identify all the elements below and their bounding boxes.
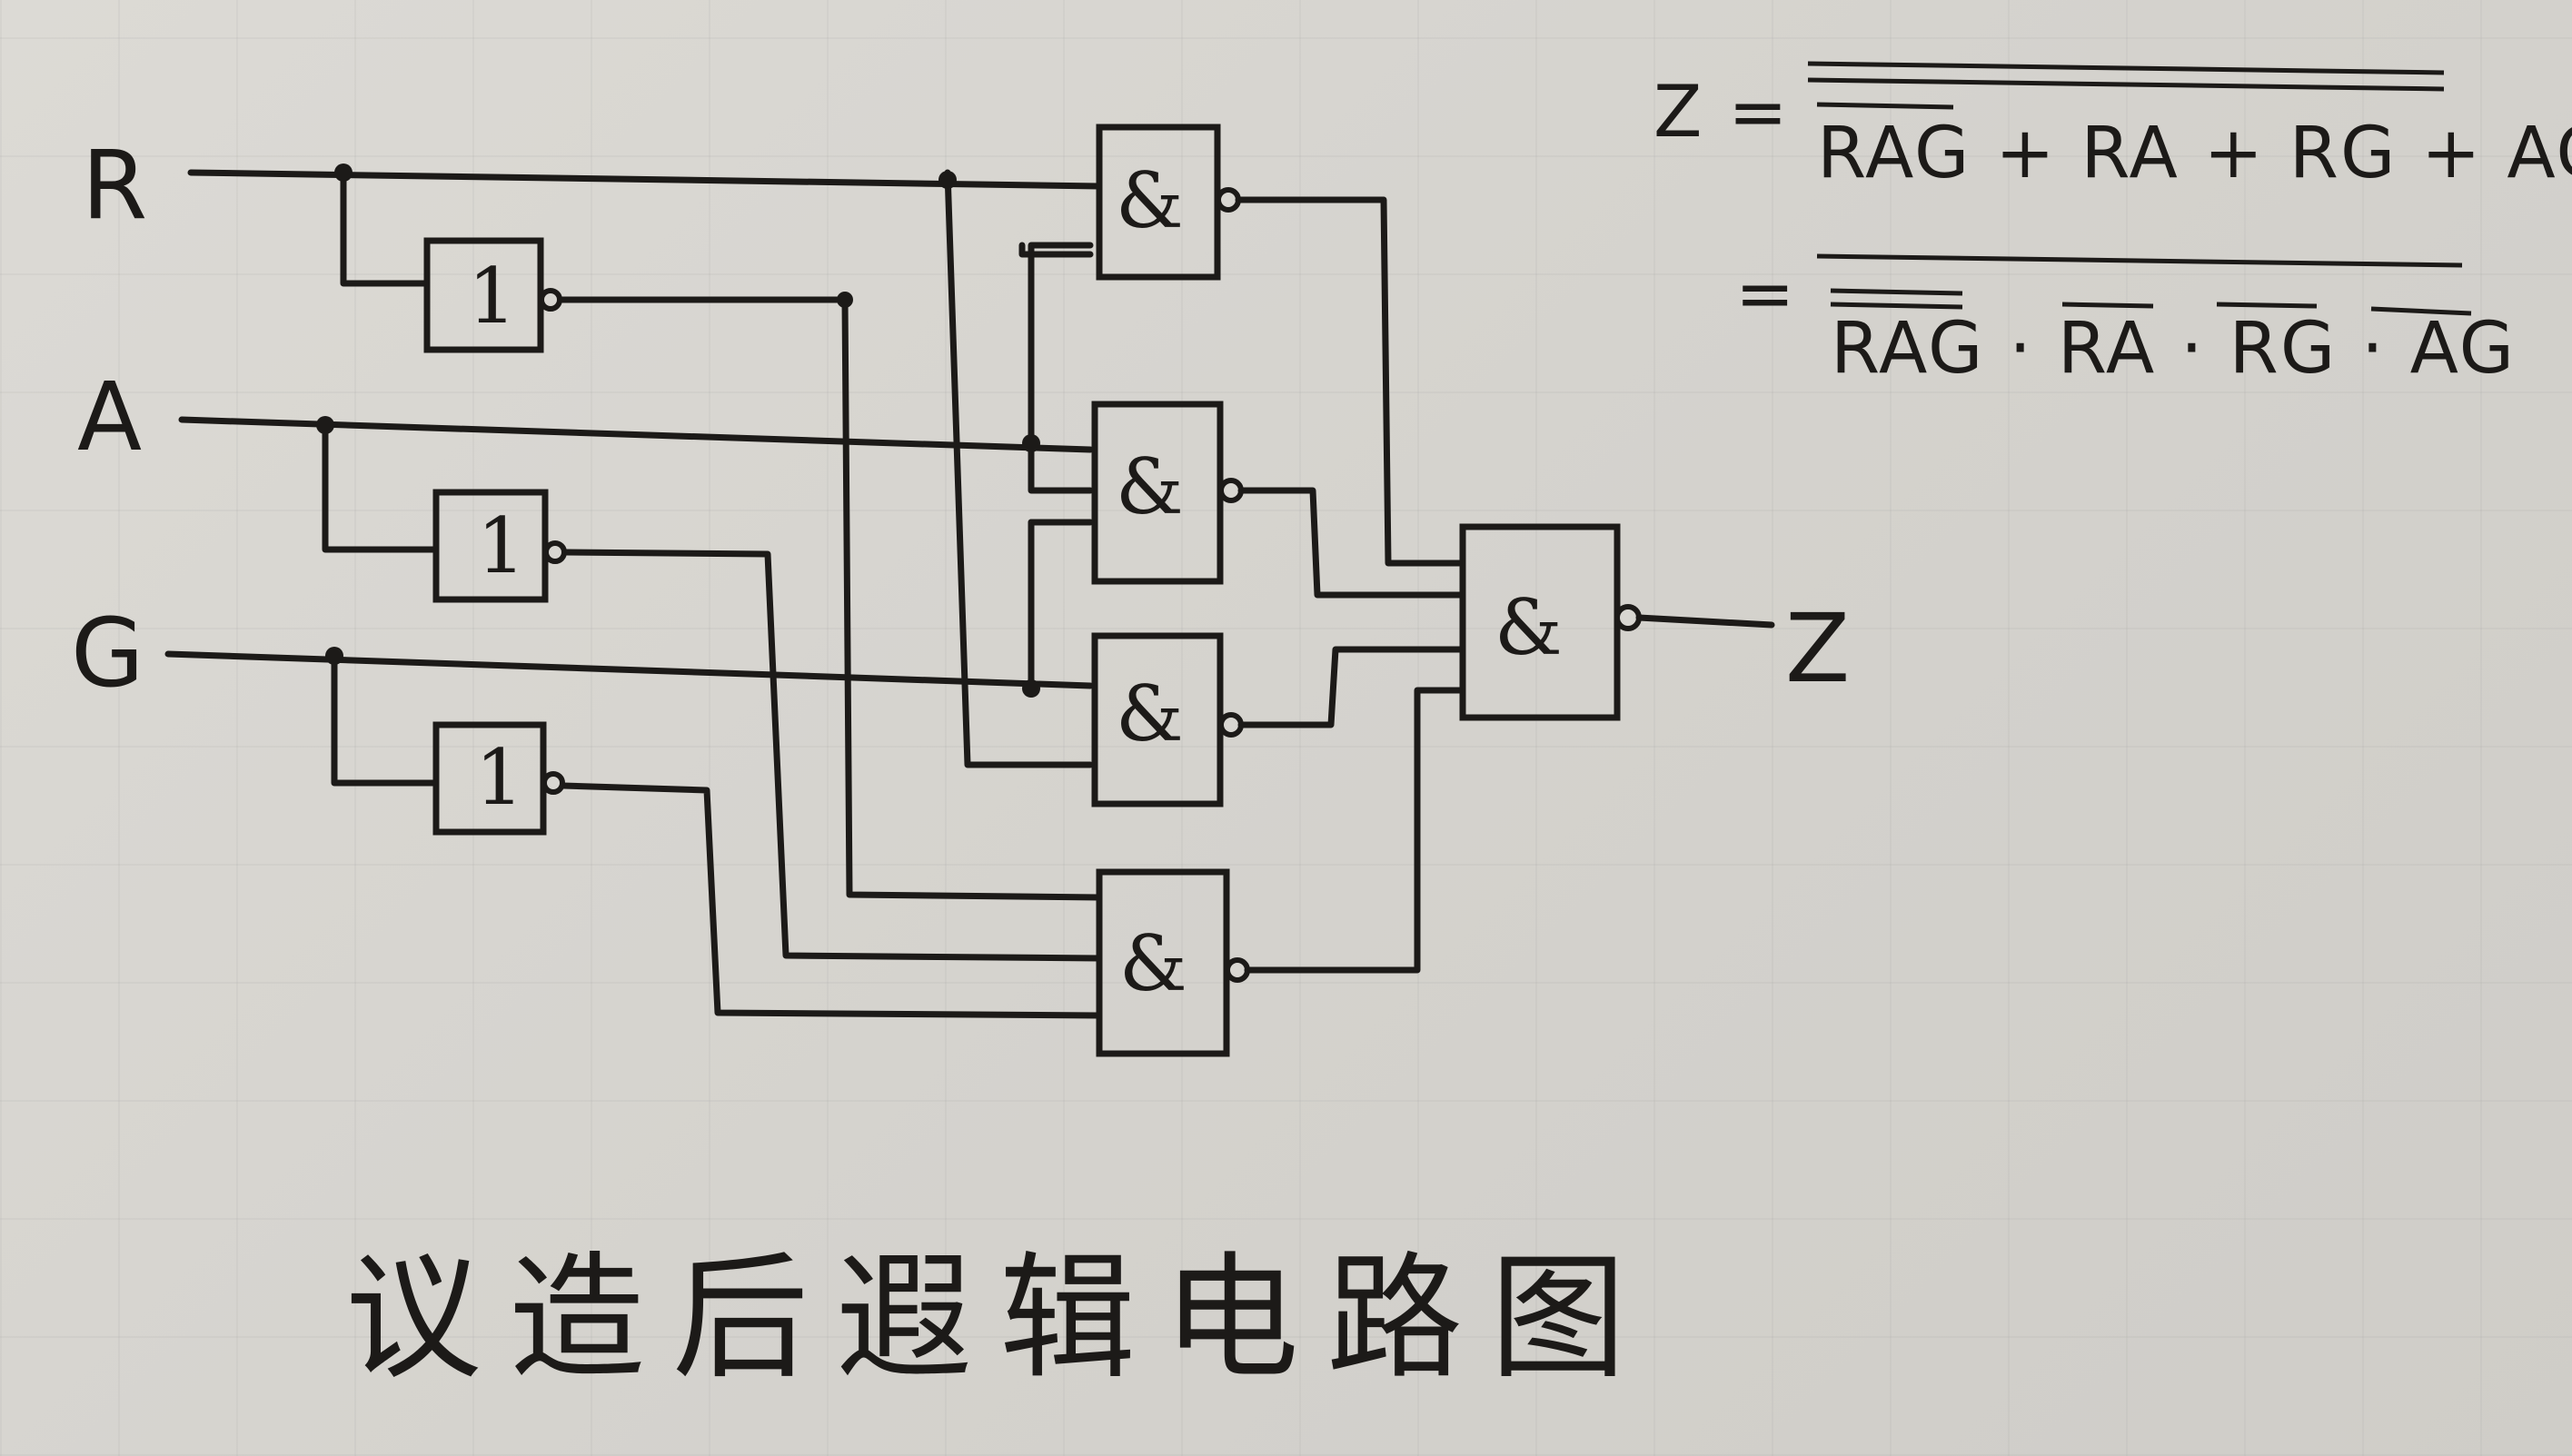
inverter-g-symbol: 1 xyxy=(475,733,523,822)
equation-line2-term4-bar xyxy=(2370,306,2472,316)
wire-r-tap-vertical xyxy=(944,169,1094,768)
nand-gate-1-symbol: & xyxy=(1116,156,1184,245)
equation-line1-outer-bar-2 xyxy=(1807,77,2445,92)
inverter-output-wires xyxy=(557,296,1103,1019)
wire-not-a xyxy=(561,549,1103,962)
nand-gate-final-symbol: & xyxy=(1495,583,1563,672)
equation-line1-lhs: Z = xyxy=(1653,72,1790,154)
diagram-caption: 议造后遐辑电路图 xyxy=(345,1240,1654,1398)
equation-line2-rhs: RAG · RA · RG · AG xyxy=(1831,308,2516,390)
junction-dots xyxy=(316,163,1040,698)
equation-line2-outer-bar xyxy=(1816,253,2463,268)
tap-wires xyxy=(841,169,1094,768)
nand-gate-1: & xyxy=(1096,124,1241,281)
nand-gate-final-bubble xyxy=(1614,604,1642,631)
nand-gate-3: & xyxy=(1091,632,1244,807)
wire-final-output xyxy=(1635,614,1775,629)
input-label-r: R xyxy=(82,130,147,241)
nand-gate-4-body xyxy=(1096,868,1230,1057)
nand-gate-3-symbol: & xyxy=(1116,669,1184,758)
equation-line1-rhs: RAG + RA + RG + AG xyxy=(1817,113,2572,194)
inverter-g-bubble xyxy=(541,771,565,795)
inverter-r: 1 xyxy=(423,237,562,353)
inverter-a-body xyxy=(432,489,549,603)
wire-nand1-to-final xyxy=(1235,196,1466,567)
output-label-z: Z xyxy=(1785,593,1850,704)
junction-a-tap xyxy=(1022,434,1040,452)
wire-nand3-to-final xyxy=(1237,646,1466,728)
inverter-a-symbol: 1 xyxy=(477,501,525,590)
wire-and1-extra xyxy=(1018,242,1094,258)
input-label-g: G xyxy=(71,598,144,708)
nand-gate-final: & xyxy=(1459,523,1775,721)
nand-gate-2-symbol: & xyxy=(1116,442,1184,531)
nand-gate-4-symbol: & xyxy=(1119,919,1187,1008)
equation-line2-term2-bar xyxy=(2061,302,2154,309)
nand-gate-2: & xyxy=(1091,401,1244,585)
nand-gate-4: & xyxy=(1096,868,1250,1057)
wire-g-to-inv xyxy=(331,652,440,787)
wire-g-main xyxy=(164,650,1094,689)
wire-a-to-inv xyxy=(322,421,440,553)
junction-r-inv xyxy=(334,163,353,182)
wire-a-to-and2 xyxy=(1028,441,1094,494)
wire-not-r xyxy=(557,296,1103,912)
equation-line2-lhs: = xyxy=(1735,253,1796,335)
wire-nand2-to-final xyxy=(1237,487,1466,599)
junction-a-inv xyxy=(316,416,334,434)
equation-line1-term1-bar xyxy=(1816,102,1954,110)
wire-a-up-and1 xyxy=(1028,242,1094,444)
wire-nand4-to-final xyxy=(1244,687,1466,974)
equation-line2-term3-bar xyxy=(2216,302,2318,309)
junction-g-tap xyxy=(1022,679,1040,698)
wire-r-main xyxy=(187,169,1103,190)
junction-r-tap xyxy=(938,171,957,189)
junction-not-r xyxy=(837,292,853,308)
junction-g-inv xyxy=(325,647,343,665)
inverter-a-bubble xyxy=(543,540,567,564)
wire-not-g xyxy=(560,782,1103,1019)
equation-line2-term1-outer-bar xyxy=(1830,302,1963,310)
inverter-a: 1 xyxy=(432,489,567,603)
inverter-r-bubble xyxy=(539,288,562,312)
inverter-r-symbol: 1 xyxy=(468,252,516,341)
equation-line1-outer-bar-1 xyxy=(1807,61,2445,75)
wire-r-to-inv xyxy=(340,169,431,287)
boolean-equation: Z = RAG + RA + RG + AG = RAG · RA · RG ·… xyxy=(1653,61,2572,390)
input-label-a: A xyxy=(77,362,142,472)
final-stage-wires xyxy=(1235,196,1466,974)
inverter-g: 1 xyxy=(432,721,565,836)
inverter-branch-wires xyxy=(322,169,440,787)
equation-line2-term1-inner-bar xyxy=(1830,288,1963,296)
